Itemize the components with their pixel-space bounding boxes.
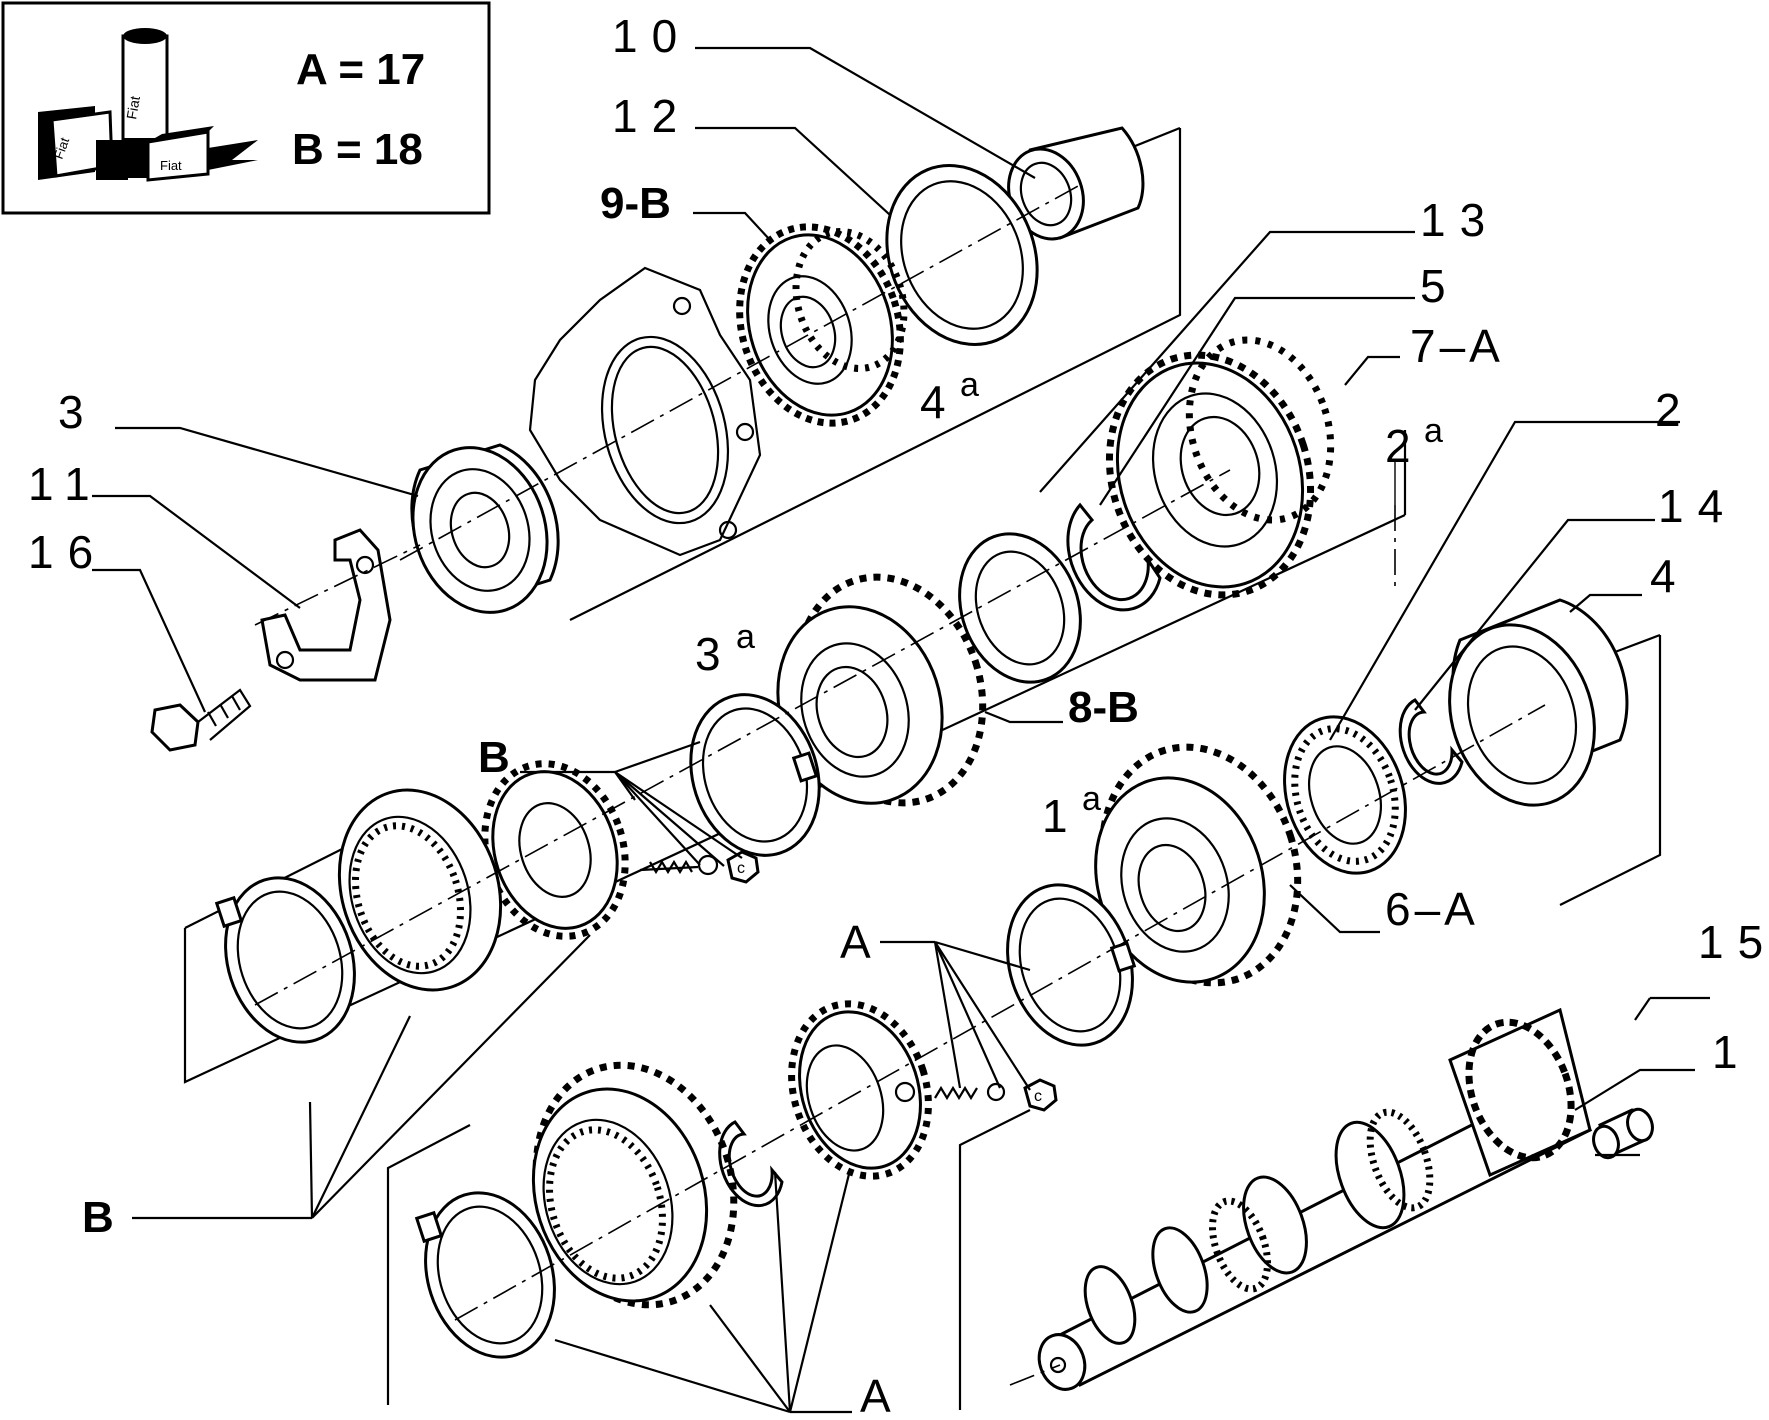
part-synchronizer-hub-b: c xyxy=(481,760,760,940)
part-synchronizer-hub-a: c xyxy=(788,1000,1058,1180)
part-11-plate xyxy=(260,528,392,682)
label-2a-number: 2 xyxy=(1385,420,1425,472)
legend-a-value: A = 17 xyxy=(296,45,425,94)
part-3a-synchro-ring xyxy=(689,693,821,857)
label-4a-number: 4 xyxy=(920,376,960,428)
svg-text:Fiat: Fiat xyxy=(123,95,143,121)
label-1a-number: 1 xyxy=(1042,790,1082,842)
label-15: 15 xyxy=(1698,916,1769,968)
svg-text:Fiat: Fiat xyxy=(160,158,182,173)
part-12-washer xyxy=(885,164,1039,346)
label-4a-superscript: a xyxy=(960,366,979,404)
svg-text:Fiat: Fiat xyxy=(51,135,73,161)
part-9b-gear xyxy=(736,223,908,427)
part-circlip-a xyxy=(718,1120,784,1208)
part-15-plug xyxy=(1592,1107,1654,1160)
part-1-main-shaft xyxy=(1037,1007,1593,1391)
part-14-circlip xyxy=(1398,698,1464,785)
part-synchro-ring-a-low xyxy=(414,1191,556,1359)
part-sleeve-b xyxy=(337,788,503,992)
part-10-bushing xyxy=(1007,126,1145,241)
label-3: 3 xyxy=(58,386,98,438)
grease-can-icon: Fiat xyxy=(146,126,258,182)
part-13-washer xyxy=(958,532,1082,684)
sealant-can-icon: Fiat xyxy=(38,106,128,180)
part-labels: 10 12 9-B 13 5 7–A 4 a 2 a 2 14 4 3 11 1… xyxy=(28,10,1769,1420)
label-8b: 8-B xyxy=(1068,683,1139,732)
part-6a-gear xyxy=(1094,743,1302,987)
svg-text:c: c xyxy=(1034,1088,1042,1105)
label-2: 2 xyxy=(1655,384,1695,436)
label-1: 1 xyxy=(1712,1026,1752,1078)
legend-b-value: B = 18 xyxy=(292,125,423,174)
label-11: 11 xyxy=(28,458,104,510)
label-1a-superscript: a xyxy=(1082,780,1101,818)
label-14: 14 xyxy=(1658,480,1737,532)
label-7a: 7–A xyxy=(1410,320,1504,372)
part-7a-gear xyxy=(1105,336,1335,599)
part-16-bolt xyxy=(150,688,252,752)
label-4: 4 xyxy=(1650,550,1690,602)
assembly-axes xyxy=(254,184,1546,1386)
label-b-low: B xyxy=(82,1193,114,1242)
label-3a-number: 3 xyxy=(695,628,735,680)
label-16: 16 xyxy=(28,526,107,578)
leader-lines xyxy=(92,46,1710,1414)
label-5: 5 xyxy=(1420,260,1460,312)
legend-box: Fiat Fiat Fiat A = 17 B = 18 xyxy=(1,1,491,215)
part-8b-gear xyxy=(776,573,987,807)
label-10: 10 xyxy=(612,10,691,62)
label-9b: 9-B xyxy=(600,179,671,228)
label-2a-superscript: a xyxy=(1424,412,1443,450)
housing-plate-sketch xyxy=(528,266,762,557)
label-a-low: A xyxy=(860,1370,905,1415)
part-3-bearing xyxy=(410,443,560,614)
svg-text:c: c xyxy=(737,860,745,877)
label-a-mid: A xyxy=(840,916,885,968)
label-b-mid: B xyxy=(478,733,510,782)
label-12: 12 xyxy=(612,90,691,142)
label-3a-superscript: a xyxy=(736,618,755,656)
label-13: 13 xyxy=(1420,194,1499,246)
part-sleeve-a xyxy=(531,1061,738,1309)
part-1a-synchro-ring xyxy=(1006,883,1137,1047)
label-6a: 6–A xyxy=(1385,883,1479,935)
part-synchro-ring-b-left xyxy=(214,876,356,1044)
part-4-bearing xyxy=(1448,598,1629,807)
